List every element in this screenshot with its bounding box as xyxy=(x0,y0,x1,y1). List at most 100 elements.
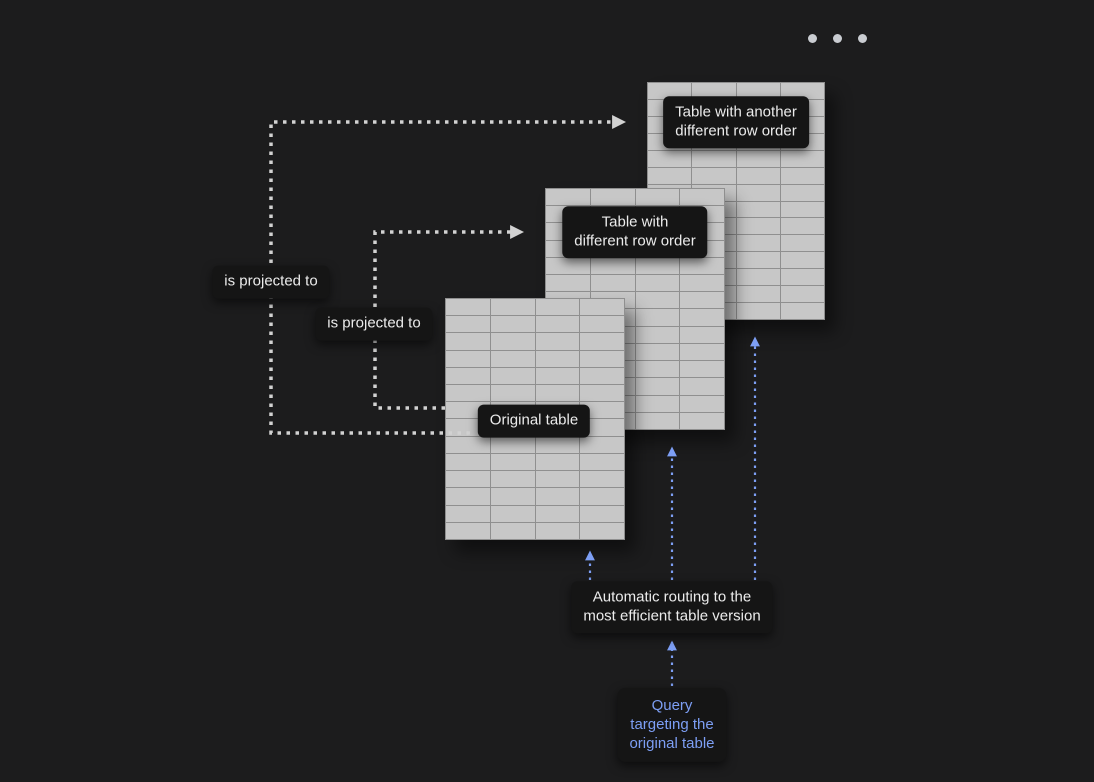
table-cell xyxy=(780,83,824,99)
table-cell xyxy=(680,309,724,326)
table-cell xyxy=(635,343,680,361)
table-cell xyxy=(590,189,635,206)
table-cell xyxy=(780,286,824,303)
table-cell xyxy=(580,453,624,471)
table-cell xyxy=(580,367,624,385)
table-cell xyxy=(736,269,780,286)
table-cell xyxy=(580,505,624,522)
table-cell xyxy=(736,201,780,218)
table-cell xyxy=(736,83,780,99)
table-cell xyxy=(535,471,580,488)
table-cell xyxy=(580,333,624,350)
table-cell xyxy=(546,275,590,292)
table-cell xyxy=(780,201,824,218)
table-cell xyxy=(490,385,535,402)
projection-label-2: is projected to xyxy=(315,307,433,341)
table-cell xyxy=(535,333,580,350)
table-cell xyxy=(635,395,680,412)
table-cell xyxy=(580,350,624,367)
table-cell xyxy=(692,150,736,167)
table-cell xyxy=(780,218,824,235)
table-cell xyxy=(635,326,680,343)
table-cell xyxy=(490,488,535,505)
table-cell xyxy=(446,488,490,505)
table-cell xyxy=(648,150,692,167)
table-cell xyxy=(635,275,680,292)
table-cell xyxy=(780,235,824,252)
table-cell xyxy=(780,184,824,201)
table-cell xyxy=(680,257,724,275)
table-cell xyxy=(535,350,580,367)
table-cell xyxy=(580,316,624,333)
table-cell xyxy=(736,184,780,201)
table-cell xyxy=(490,316,535,333)
table-cell xyxy=(490,453,535,471)
table-cell xyxy=(680,343,724,361)
table-cell xyxy=(680,412,724,429)
table-cell xyxy=(546,257,590,275)
table-cell xyxy=(635,292,680,309)
table-cell xyxy=(580,299,624,316)
table-cell xyxy=(580,436,624,453)
table-cell xyxy=(446,453,490,471)
table-cell xyxy=(446,316,490,333)
carousel-dot[interactable] xyxy=(833,34,842,43)
carousel-dot[interactable] xyxy=(808,34,817,43)
table-cell xyxy=(692,83,736,99)
table-label-original: Original table xyxy=(477,404,591,438)
table-cell xyxy=(648,167,692,184)
table-cell xyxy=(446,385,490,402)
table-cell xyxy=(535,488,580,505)
carousel-dots xyxy=(808,34,867,43)
table-cell xyxy=(490,367,535,385)
carousel-dot[interactable] xyxy=(858,34,867,43)
table-cell xyxy=(446,299,490,316)
projection-label-1: is projected to xyxy=(212,265,330,299)
table-cell xyxy=(535,453,580,471)
table-cell xyxy=(446,522,490,539)
table-cell xyxy=(535,316,580,333)
table-cell xyxy=(635,378,680,395)
table-cell xyxy=(446,436,490,453)
table-cell xyxy=(580,385,624,402)
table-cell xyxy=(490,333,535,350)
table-cell xyxy=(635,412,680,429)
table-cell xyxy=(490,522,535,539)
table-cell xyxy=(590,257,635,275)
table-cell xyxy=(736,235,780,252)
table-cell xyxy=(736,252,780,269)
table-cell xyxy=(446,333,490,350)
table-cell xyxy=(446,367,490,385)
table-cell xyxy=(635,309,680,326)
table-label-another-row-order: Table with another different row order xyxy=(663,96,809,148)
table-cell xyxy=(736,167,780,184)
table-cell xyxy=(736,303,780,319)
table-cell xyxy=(680,275,724,292)
table-cell xyxy=(680,292,724,309)
table-cell xyxy=(635,189,680,206)
table-cell xyxy=(680,189,724,206)
table-cell xyxy=(446,505,490,522)
table-cell xyxy=(780,303,824,319)
table-cell xyxy=(490,436,535,453)
table-cell xyxy=(736,150,780,167)
table-cell xyxy=(580,522,624,539)
table-cell xyxy=(490,299,535,316)
table-cell xyxy=(446,471,490,488)
table-cell xyxy=(635,361,680,378)
table-cell xyxy=(780,269,824,286)
table-label-different-row-order: Table with different row order xyxy=(562,206,708,258)
table-cell xyxy=(580,488,624,505)
table-cell xyxy=(590,275,635,292)
table-cell xyxy=(546,189,590,206)
query-note: Query targeting the original table xyxy=(617,687,727,763)
table-cell xyxy=(680,378,724,395)
table-cell xyxy=(580,471,624,488)
table-cell xyxy=(780,252,824,269)
table-cell xyxy=(535,505,580,522)
table-cell xyxy=(490,505,535,522)
table-cell xyxy=(535,385,580,402)
table-cell xyxy=(692,167,736,184)
table-cell xyxy=(780,150,824,167)
